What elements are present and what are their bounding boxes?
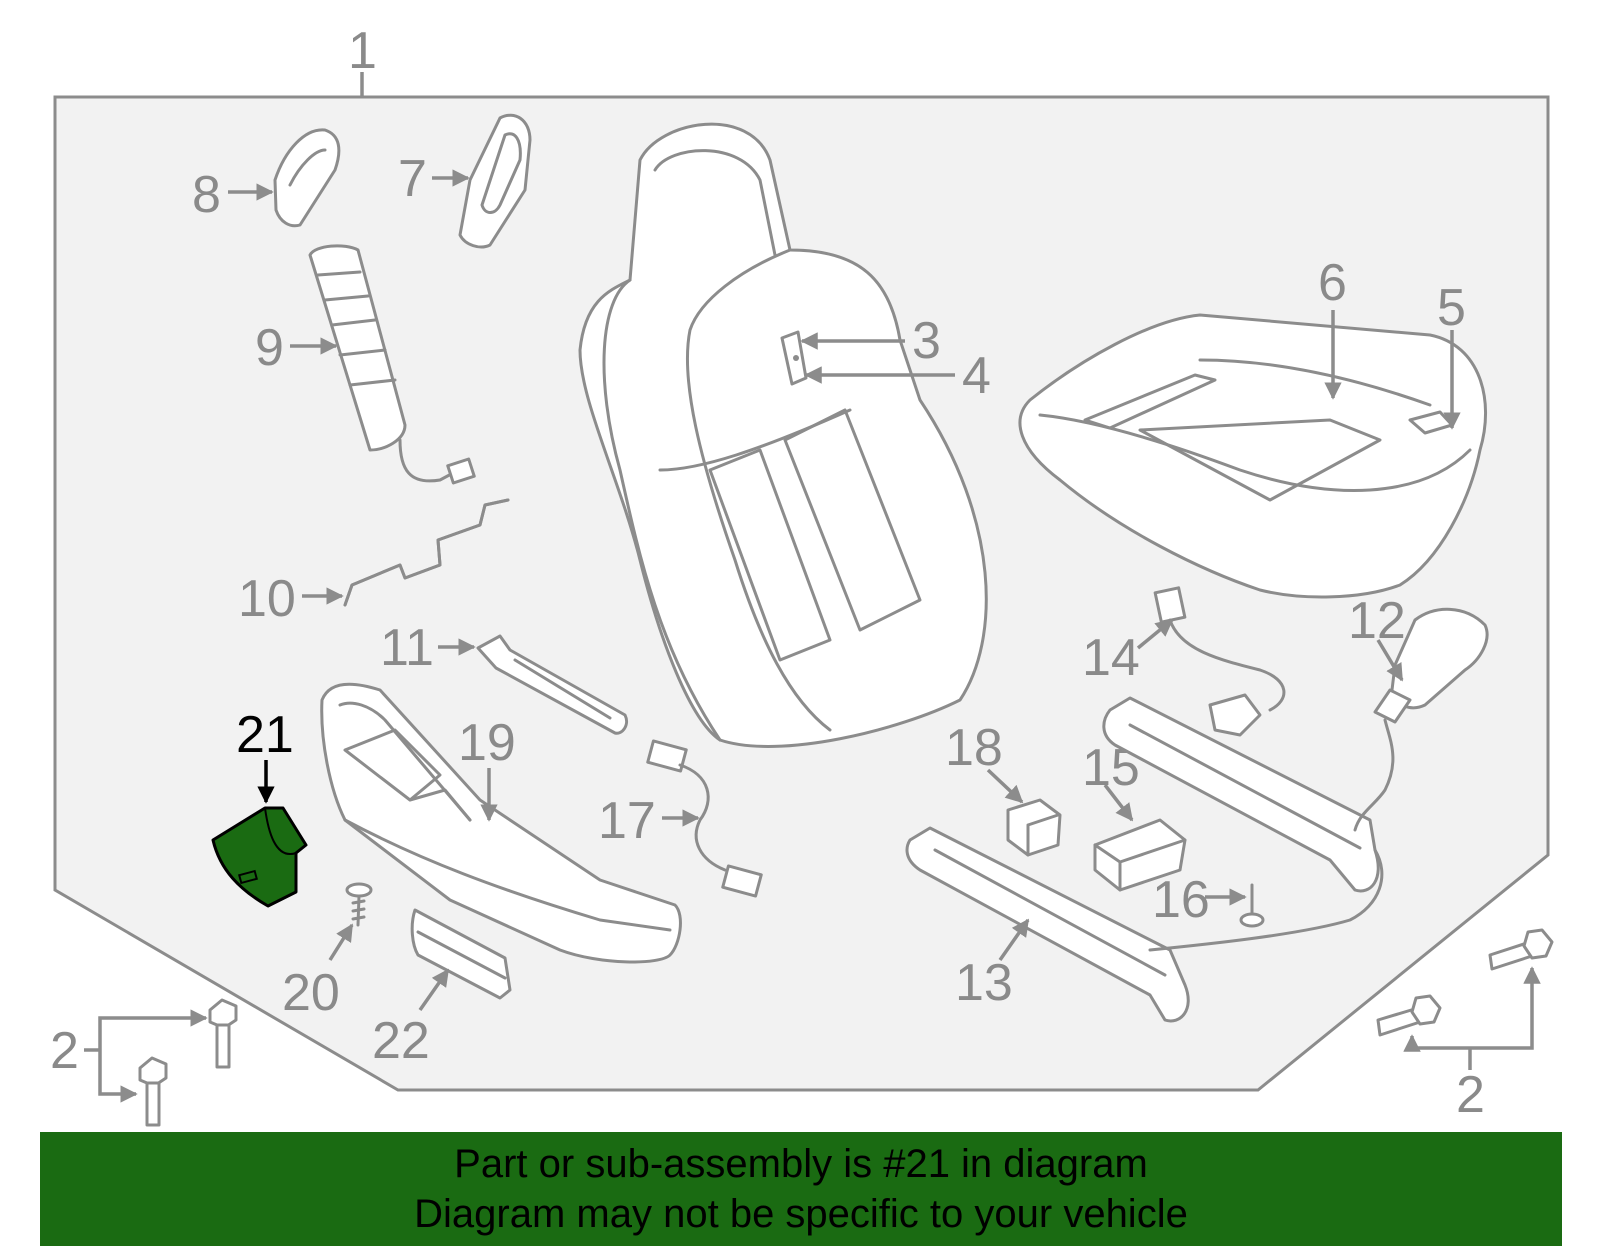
callout-9: 9 <box>255 319 284 377</box>
callout-21: 21 <box>236 706 294 764</box>
part-8 <box>273 128 341 228</box>
seat-cushion <box>1018 313 1488 599</box>
part-13 <box>905 696 1384 1023</box>
part-10 <box>343 498 510 607</box>
part-20 <box>345 882 373 927</box>
part-15 <box>1093 818 1187 892</box>
callout-19: 19 <box>458 714 516 772</box>
callout-22: 22 <box>372 1012 430 1070</box>
callout-13: 13 <box>955 954 1013 1012</box>
callout-2-right: 2 <box>1456 1066 1485 1124</box>
part-21 <box>211 806 308 908</box>
callout-16: 16 <box>1152 871 1210 929</box>
callout-14: 14 <box>1082 629 1140 687</box>
callout-11: 11 <box>380 619 434 677</box>
callout-7: 7 <box>398 150 427 208</box>
part-16 <box>1239 883 1265 928</box>
footer-banner: Part or sub-assembly is #21 in diagram D… <box>40 1132 1562 1246</box>
part-14 <box>1153 586 1286 737</box>
footer-line-2: Diagram may not be specific to your vehi… <box>414 1192 1188 1236</box>
part-9 <box>308 244 476 485</box>
callout-6: 6 <box>1318 254 1347 312</box>
callout-18: 18 <box>945 719 1003 777</box>
callout-12: 12 <box>1348 592 1406 650</box>
callout-3: 3 <box>912 312 941 370</box>
callout-1: 1 <box>348 22 377 80</box>
part-18 <box>1006 798 1062 857</box>
part-19 <box>320 682 682 964</box>
callout-17: 17 <box>598 792 656 850</box>
part-11 <box>476 634 629 735</box>
callout-10: 10 <box>238 570 296 628</box>
callout-2-left: 2 <box>50 1022 79 1080</box>
part-2-bolts-left <box>138 998 238 1127</box>
callout-4: 4 <box>962 347 991 405</box>
part-17 <box>646 739 763 898</box>
part-2-bolts-right <box>1376 928 1554 1037</box>
seat-back <box>578 122 988 748</box>
part-22 <box>410 908 512 1000</box>
footer-line-1: Part or sub-assembly is #21 in diagram <box>454 1142 1148 1186</box>
part-12 <box>1353 607 1489 832</box>
callout-20: 20 <box>282 964 340 1022</box>
part-7 <box>458 113 532 249</box>
callout-5: 5 <box>1437 279 1466 337</box>
callout-8: 8 <box>192 166 221 224</box>
